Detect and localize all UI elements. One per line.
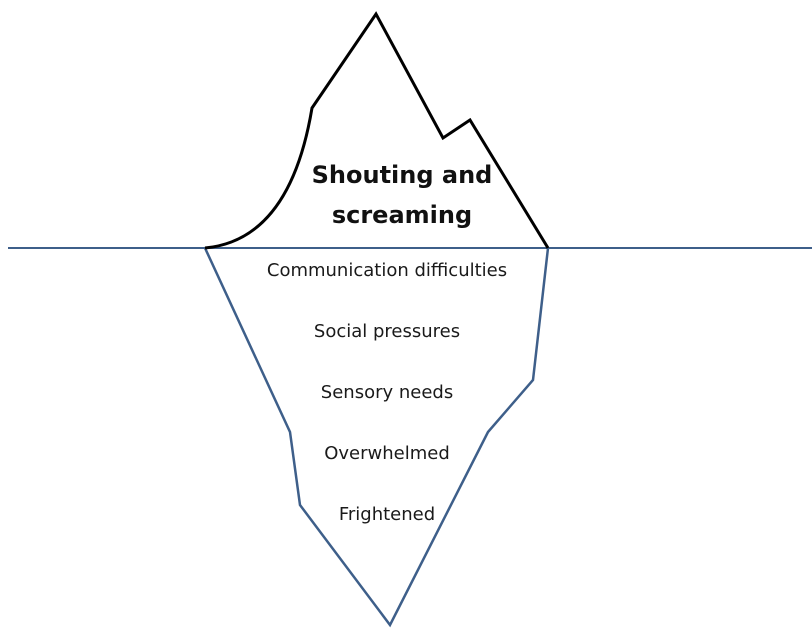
below-label-social: Social pressures [314, 321, 460, 342]
below-label-overwhelmed: Overwhelmed [324, 443, 450, 464]
tip-label-line1: Shouting and [312, 161, 493, 189]
iceberg-tip-outline [204, 11, 550, 250]
below-label-communication: Communication difficulties [267, 260, 507, 281]
tip-label-line2: screaming [332, 201, 472, 229]
below-label-sensory: Sensory needs [321, 382, 453, 403]
below-label-frightened: Frightened [339, 504, 435, 525]
iceberg-submerged-outline [203, 247, 550, 628]
